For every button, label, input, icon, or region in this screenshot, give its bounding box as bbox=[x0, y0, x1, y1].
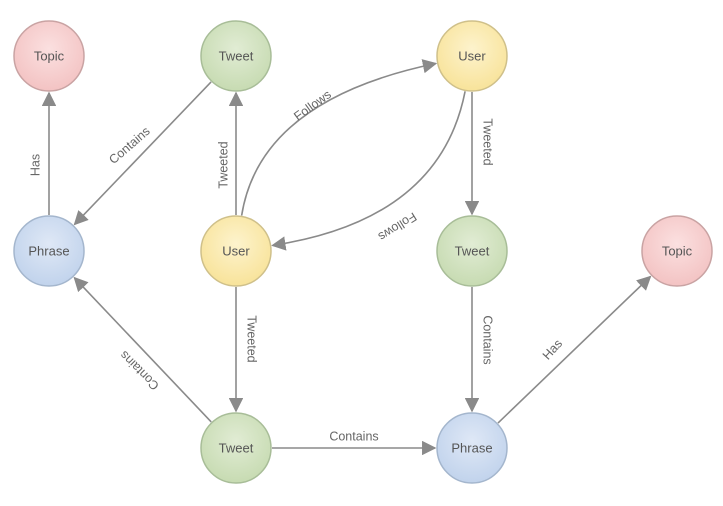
edge-label-has: Has bbox=[540, 337, 565, 363]
edge-label-contains: Contains bbox=[329, 429, 378, 443]
edge-label-contains: Contains bbox=[106, 124, 152, 167]
node-phrase[interactable]: Phrase bbox=[436, 412, 508, 484]
node-label: Topic bbox=[662, 243, 693, 258]
edge-label-follows: Follows bbox=[291, 87, 334, 123]
node-label: User bbox=[222, 243, 250, 258]
node-label: Tweet bbox=[219, 440, 254, 455]
node-circle bbox=[200, 20, 272, 92]
node-label: Phrase bbox=[451, 440, 492, 455]
node-label: Tweet bbox=[455, 243, 490, 258]
node-circle bbox=[13, 215, 85, 287]
edge-label-follows: Follows bbox=[376, 209, 419, 243]
edge-label-tweeted: Tweeted bbox=[245, 315, 259, 362]
edge-user2-to-user1 bbox=[240, 59, 438, 216]
edge-label-tweeted: Tweeted bbox=[216, 141, 230, 188]
edge-phrase2-to-topic2 bbox=[497, 275, 652, 424]
node-label: Topic bbox=[34, 48, 65, 63]
edge-tweet1-to-phrase1 bbox=[73, 81, 212, 226]
node-circle bbox=[436, 215, 508, 287]
node-tweet[interactable]: Tweet bbox=[200, 412, 272, 484]
edge-label-contains: Contains bbox=[481, 315, 495, 364]
edge-user1-to-user2 bbox=[271, 91, 466, 251]
node-topic[interactable]: Topic bbox=[13, 20, 85, 92]
edge-label-tweeted: Tweeted bbox=[481, 118, 495, 165]
node-tweet[interactable]: Tweet bbox=[200, 20, 272, 92]
node-user[interactable]: User bbox=[200, 215, 272, 287]
node-label: Tweet bbox=[219, 48, 254, 63]
node-circle bbox=[641, 215, 713, 287]
node-circle bbox=[436, 412, 508, 484]
edge-label-contains: Contains bbox=[117, 348, 162, 393]
node-circle bbox=[13, 20, 85, 92]
edge-tweet3-to-phrase1 bbox=[73, 276, 212, 423]
node-circle bbox=[436, 20, 508, 92]
node-label: User bbox=[458, 48, 486, 63]
node-phrase[interactable]: Phrase bbox=[13, 215, 85, 287]
node-circle bbox=[200, 412, 272, 484]
node-tweet[interactable]: Tweet bbox=[436, 215, 508, 287]
node-label: Phrase bbox=[28, 243, 69, 258]
node-user[interactable]: User bbox=[436, 20, 508, 92]
node-topic[interactable]: Topic bbox=[641, 215, 713, 287]
edge-label-has: Has bbox=[28, 154, 42, 176]
node-circle bbox=[200, 215, 272, 287]
